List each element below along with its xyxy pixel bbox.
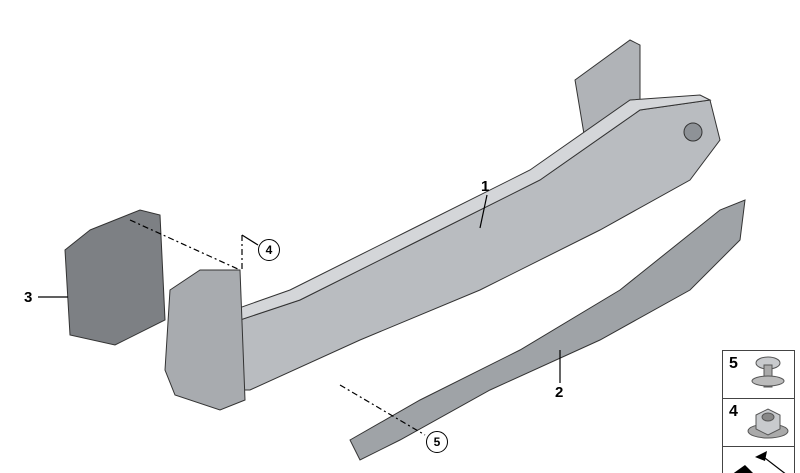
tow-eye-socket	[683, 122, 703, 142]
legend-number: 4	[729, 403, 738, 420]
callout-3: 3	[24, 289, 33, 306]
legend-item-nut: 4	[722, 398, 795, 448]
callout-1: 1	[481, 178, 490, 195]
bumper-carrier-part	[209, 99, 721, 391]
impact-absorber-part	[349, 199, 746, 461]
callout-4: 4	[258, 239, 280, 261]
callout-2: 2	[555, 384, 564, 401]
legend-number: 5	[729, 355, 738, 372]
cover-plate-part	[64, 209, 166, 346]
legend-item-clip: 5	[722, 350, 795, 400]
legend-item-arrow	[722, 446, 795, 473]
hex-nut-icon	[747, 408, 789, 439]
leader-lines	[38, 194, 561, 436]
beam-top-face	[204, 94, 712, 331]
arrow-icon	[733, 451, 786, 473]
callout-5: 5	[426, 431, 448, 453]
clip-icon	[751, 356, 785, 388]
left-bracket-part	[164, 269, 246, 411]
